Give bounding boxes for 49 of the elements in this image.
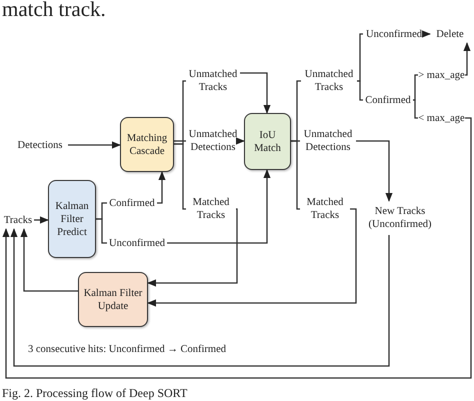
- arrow: [20, 228, 78, 292]
- arrow: [356, 140, 393, 202]
- flow-label: Confirmed: [107, 195, 157, 211]
- arrow: [422, 30, 431, 38]
- connector-line: [357, 33, 363, 82]
- flow-label: Detections: [12, 136, 68, 154]
- flow-label: Unconfirmed: [363, 26, 425, 42]
- note-text: 3 consecutive hits: Unconfirmed → Confirmed: [28, 343, 226, 357]
- flow-label: > max_age: [418, 67, 465, 83]
- process-box: [48, 180, 96, 258]
- box-label: IoU Match: [253, 128, 282, 154]
- arrow: [34, 216, 49, 224]
- box-label: Kalman Filter Predict: [54, 200, 90, 238]
- box-label: Kalman Filter Update: [82, 286, 144, 312]
- connector-line: [413, 99, 418, 119]
- arrow: [10, 228, 390, 367]
- connector-line: [174, 140, 186, 142]
- arrow: [147, 208, 357, 307]
- flow-label: Matched Tracks: [300, 194, 350, 224]
- flow-label: Unmatched Tracks: [186, 66, 240, 96]
- page-text-fragment: match track.: [2, 0, 106, 23]
- flow-label: Delete: [430, 25, 470, 43]
- flow-label: Confirmed: [363, 92, 413, 108]
- arrow: [157, 171, 166, 204]
- arrow: [167, 169, 271, 244]
- flow-label: Unmatched Detections: [186, 126, 240, 156]
- flow-label: New Tracks (Unconfirmed): [362, 201, 438, 235]
- process-box: [244, 113, 291, 170]
- flow-label: Unmatched Tracks: [301, 66, 357, 96]
- process-box: [78, 272, 148, 327]
- flow-label: Tracks: [2, 211, 34, 229]
- flow-label: Matched Tracks: [186, 194, 236, 224]
- arrow: [147, 208, 238, 287]
- box-label: Matching Cascade: [126, 132, 168, 158]
- connector-line: [96, 218, 107, 244]
- connector-line: [174, 143, 186, 210]
- process-box: [120, 117, 174, 172]
- arrow: [240, 72, 271, 114]
- figure-caption: Fig. 2. Processing flow of Deep SORT: [2, 385, 188, 401]
- connector-line: [413, 74, 418, 101]
- arrow: [68, 141, 121, 149]
- connector-line: [291, 140, 300, 210]
- arrow: [463, 42, 471, 76]
- flow-label: < max_age: [418, 110, 465, 126]
- arrow: [2, 117, 472, 379]
- connector-line: [357, 80, 363, 101]
- flow-label: Unconfirmed: [107, 235, 167, 251]
- flow-label: Unmatched Detections: [300, 126, 356, 156]
- arrow: [236, 137, 245, 145]
